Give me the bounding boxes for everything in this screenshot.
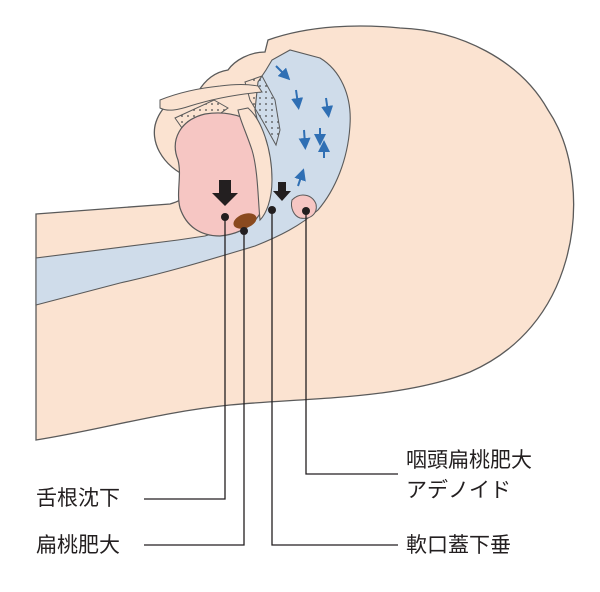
label-adenoid-line2: アデノイド (406, 478, 511, 502)
airflow-arrow (321, 97, 334, 118)
label-adenoid-line1: 咽頭扁桃肥大 (406, 448, 532, 472)
tongue-leader (144, 217, 226, 500)
label-soft-palate-droop: 軟口蓋下垂 (406, 533, 511, 557)
tongue-drop-arrow (212, 180, 238, 206)
airflow-arrow (291, 89, 304, 110)
airflow-arrow (294, 168, 306, 187)
airflow-arrows (275, 65, 334, 187)
adenoid-leader (305, 211, 398, 475)
tonsil (233, 213, 257, 229)
palate-drop-arrow (273, 182, 291, 201)
head-silhouette (35, 25, 575, 441)
adenoid (291, 194, 317, 219)
airflow-arrow (298, 129, 311, 150)
airflow-arrow (275, 65, 291, 81)
soft-palate-leader (271, 210, 398, 546)
palate-bone (159, 84, 263, 111)
tonsil-leader (144, 231, 245, 546)
label-tongue-base-drop: 舌根沈下 (36, 486, 120, 510)
label-tonsil-enlargement: 扁桃肥大 (36, 533, 120, 557)
leader-lines (144, 206, 398, 546)
soft-palate (237, 107, 273, 222)
